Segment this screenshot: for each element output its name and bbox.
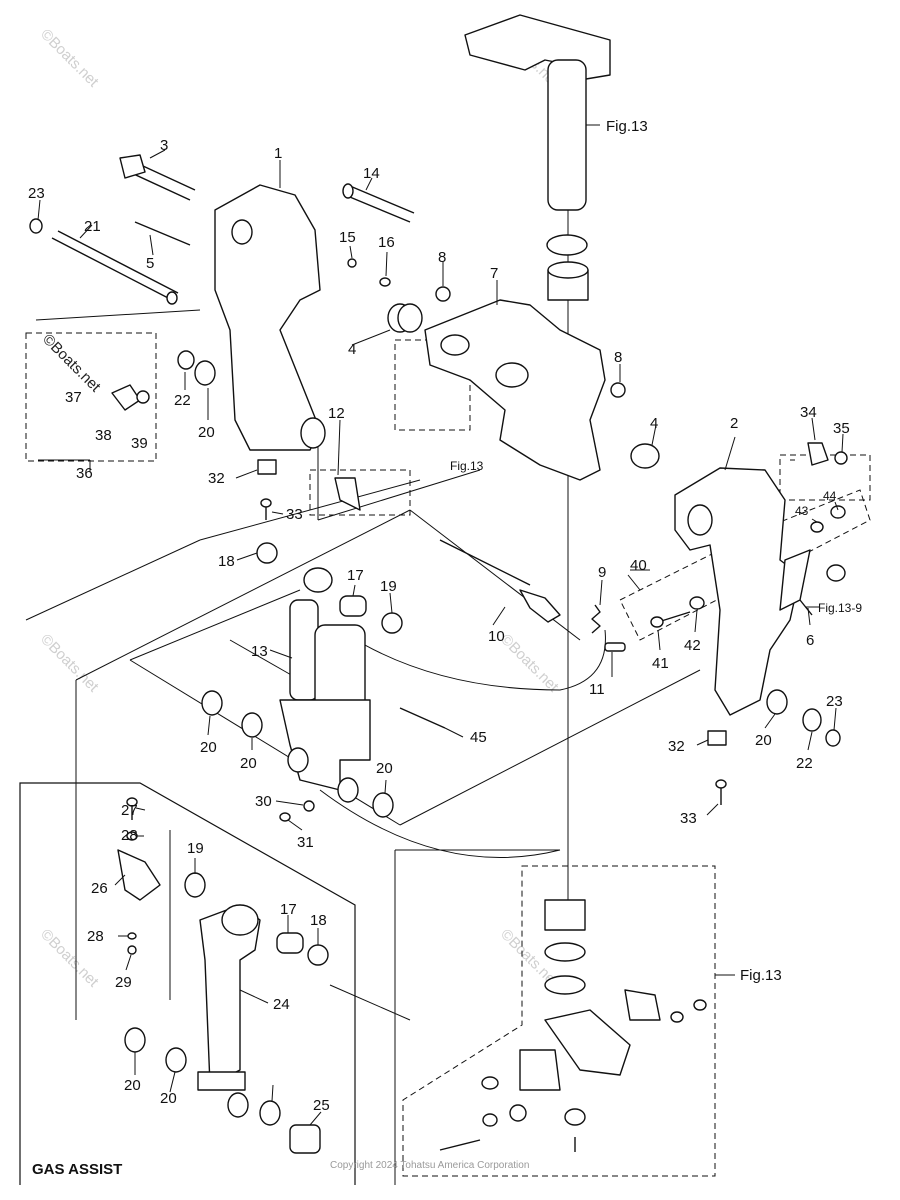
part-label: 17 <box>347 567 364 584</box>
fig-ref-label: Fig.13 <box>740 967 782 984</box>
part-label: 19 <box>187 840 204 857</box>
part-label: 23 <box>28 185 45 202</box>
part-label: 34 <box>800 404 817 421</box>
part-label: 36 <box>76 465 93 482</box>
part-label: 42 <box>684 637 701 654</box>
part-label: 8 <box>614 349 622 366</box>
part-label: 33 <box>680 810 697 827</box>
part-label: 18 <box>218 553 235 570</box>
part-label: 14 <box>363 165 380 182</box>
group-box-12 <box>309 469 411 516</box>
part-label: 32 <box>208 470 225 487</box>
part-label: 45 <box>470 729 487 746</box>
part-labels: 1 2 3 4 4 5 6 7 8 8 9 10 11 12 13 14 15 … <box>28 137 850 1114</box>
part-label: 4 <box>650 415 658 432</box>
part-label: 44 <box>823 489 837 503</box>
part-label: 22 <box>796 755 813 772</box>
part-label: 29 <box>115 974 132 991</box>
part-label: 1 <box>274 145 282 162</box>
part-label: 6 <box>806 632 814 649</box>
figure-references: Fig.13 Fig.13 Fig.13-9 Fig.13 <box>450 118 862 984</box>
part-label: 18 <box>310 912 327 929</box>
watermark: ©Boats.net <box>39 331 104 396</box>
part-label: 28 <box>87 928 104 945</box>
gas-assist-box <box>19 782 356 1185</box>
part-label: 37 <box>65 389 82 406</box>
part-label: 8 <box>438 249 446 266</box>
part-label: 26 <box>91 880 108 897</box>
part-label: 12 <box>328 405 345 422</box>
part-label: 38 <box>95 427 112 444</box>
part-label: 20 <box>198 424 215 441</box>
part-label: 25 <box>313 1097 330 1114</box>
part-label: 22 <box>174 392 191 409</box>
part-label: 20 <box>376 760 393 777</box>
part-label: 11 <box>589 681 605 698</box>
part-label: 10 <box>488 628 505 645</box>
part-label: 43 <box>795 504 809 518</box>
watermark: ©Boats.net <box>37 26 102 91</box>
part-label: 7 <box>490 265 498 282</box>
part-label: 40 <box>630 557 647 574</box>
watermark: ©Boats.net <box>497 631 562 696</box>
group-box-36 <box>25 332 157 462</box>
part-label: 28 <box>121 827 138 844</box>
part-label: 3 <box>160 137 168 154</box>
part-label: 20 <box>200 739 217 756</box>
part-label: 23 <box>826 693 843 710</box>
copyright-text: Copyright 2024 Tohatsu America Corporati… <box>330 1160 529 1171</box>
gas-assist-label: GAS ASSIST <box>32 1161 122 1178</box>
part-label: 19 <box>380 578 397 595</box>
part-label: 31 <box>297 834 314 851</box>
part-label: 39 <box>131 435 148 452</box>
part-label: 20 <box>160 1090 177 1107</box>
fig-ref-label: Fig.13 <box>450 459 484 473</box>
part-label: 20 <box>240 755 257 772</box>
part-label: 35 <box>833 420 850 437</box>
part-label: 32 <box>668 738 685 755</box>
part-label: 27 <box>121 802 138 819</box>
part-label: 2 <box>730 415 738 432</box>
part-label: 5 <box>146 255 154 272</box>
part-label: 30 <box>255 793 272 810</box>
part-label: 41 <box>652 655 669 672</box>
part-label: 17 <box>280 901 297 918</box>
part-label: 9 <box>598 564 606 581</box>
part-label: 4 <box>348 341 356 358</box>
part-label: 15 <box>339 229 356 246</box>
group-box-fig13-bottom <box>402 865 716 1177</box>
part-label: 21 <box>84 218 101 235</box>
part-label: 20 <box>124 1077 141 1094</box>
fig-ref-label: Fig.13-9 <box>818 601 862 615</box>
label-pointers <box>37 149 844 1126</box>
part-label: 16 <box>378 234 395 251</box>
part-label: 24 <box>273 996 290 1013</box>
watermark: ©Boats.net <box>37 631 102 696</box>
parts-art <box>29 14 848 1154</box>
part-label: 33 <box>286 506 303 523</box>
fig-ref-label: Fig.13 <box>606 118 648 135</box>
dashed-groups <box>25 332 871 1177</box>
part-label: 20 <box>755 732 772 749</box>
part-label: 13 <box>251 643 268 660</box>
